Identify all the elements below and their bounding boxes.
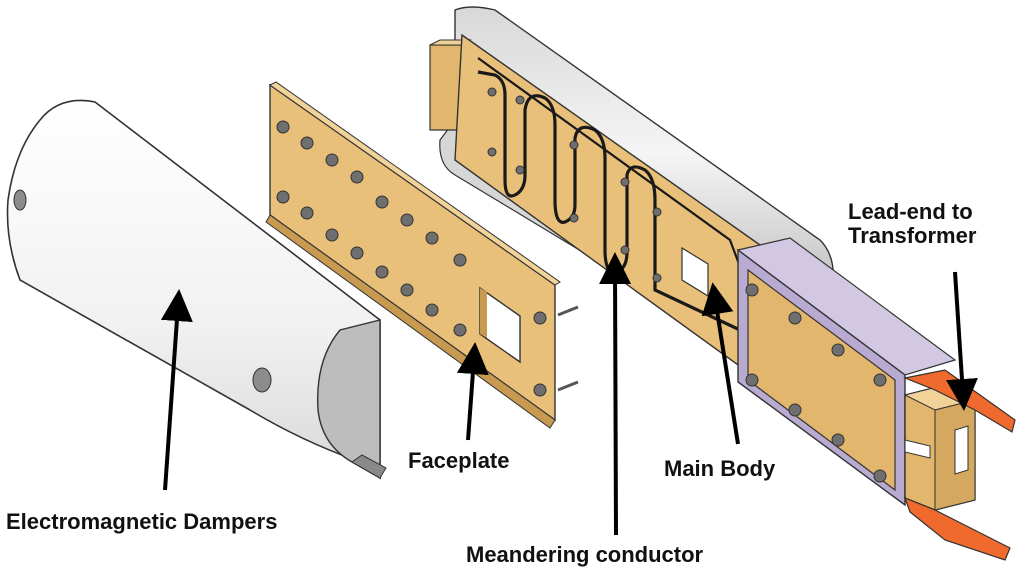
bolt-icon	[487, 147, 497, 157]
label-faceplate: Faceplate	[408, 448, 510, 473]
bolt-icon	[652, 273, 662, 283]
bolt-icon	[453, 253, 467, 267]
bolt-icon	[487, 87, 497, 97]
bolt-icon	[620, 245, 630, 255]
bolt-icon	[652, 207, 662, 217]
bolt-icon	[350, 246, 364, 260]
bolt-icon	[620, 177, 630, 187]
bolt-icon	[453, 323, 467, 337]
bolt-icon	[533, 311, 547, 325]
bolt-icon	[300, 136, 314, 150]
bolt-icon	[788, 403, 802, 417]
arrow-conductor	[599, 252, 632, 536]
bolt-icon	[745, 283, 759, 297]
bolt-icon	[515, 95, 525, 105]
label-lead-end: Lead-end to Transformer	[848, 199, 977, 249]
arrow-lead	[945, 271, 978, 411]
label-text: Main Body	[664, 456, 776, 481]
bolt-icon	[276, 190, 290, 204]
bolt-icon	[569, 140, 579, 150]
bolt-icon	[300, 206, 314, 220]
arrow-main-body	[701, 282, 740, 445]
bolt-icon	[745, 373, 759, 387]
bolt-icon	[400, 283, 414, 297]
label-text-line1: Lead-end to	[848, 199, 973, 224]
main-body-part	[429, 6, 1016, 561]
label-text-line2: Transformer	[848, 223, 977, 249]
label-meandering-conductor: Meandering conductor	[466, 542, 704, 567]
bolt-icon	[533, 383, 547, 397]
arrow-faceplate	[456, 342, 489, 441]
bolt-icon	[515, 165, 525, 175]
bolt-icon	[375, 195, 389, 209]
damper-hole-bottom	[252, 367, 272, 393]
arrow-dampers	[160, 289, 193, 491]
bolt-icon	[325, 228, 339, 242]
label-electromagnetic-dampers: Electromagnetic Dampers	[6, 509, 278, 534]
bolt-icon	[873, 373, 887, 387]
label-main-body: Main Body	[664, 456, 776, 481]
lead-strip-lower	[903, 496, 1011, 561]
bolt-icon	[831, 433, 845, 447]
bolt-icon	[350, 170, 364, 184]
damper-hole-left	[13, 189, 27, 211]
bolt-icon	[375, 265, 389, 279]
bolt-icon	[425, 231, 439, 245]
label-text: Faceplate	[408, 448, 510, 473]
label-text: Meandering conductor	[466, 542, 704, 567]
bolt-icon	[569, 213, 579, 223]
bolt-icon	[788, 311, 802, 325]
bolt-icon	[325, 153, 339, 167]
bolt-icon	[831, 343, 845, 357]
bolt-icon	[400, 213, 414, 227]
bolt-icon	[873, 469, 887, 483]
electromagnetic-damper	[6, 99, 387, 480]
callout-arrows	[160, 252, 978, 536]
label-text: Electromagnetic Dampers	[6, 509, 278, 534]
bolt-icon	[425, 303, 439, 317]
bolt-icon	[276, 120, 290, 134]
